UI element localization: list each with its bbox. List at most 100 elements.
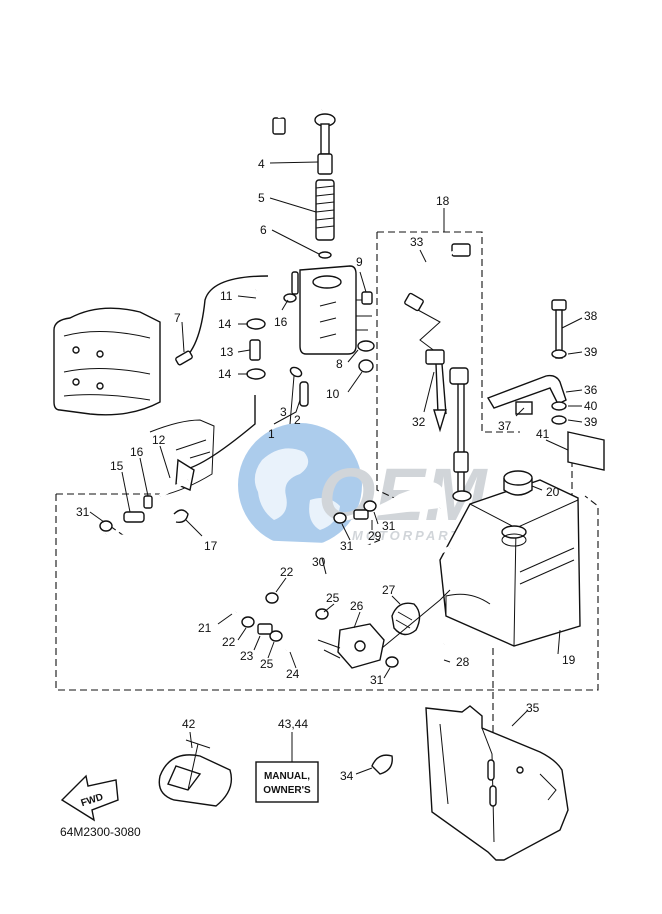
owners-manual: MANUAL, OWNER'S <box>255 761 319 803</box>
left-joint-parts <box>123 478 189 524</box>
clip-22-upper <box>265 592 279 604</box>
callout-32: 32 <box>412 415 426 429</box>
tube-12-core <box>159 478 189 498</box>
bolt-9 <box>361 291 373 305</box>
sensor-head <box>449 367 469 385</box>
clip-34 <box>371 754 393 775</box>
tank-strap-parts <box>486 299 567 425</box>
sender-wire <box>278 78 330 119</box>
callout-31d: 31 <box>370 673 384 687</box>
callout-37: 37 <box>498 419 512 433</box>
bracket-slot-1 <box>487 759 495 781</box>
callout-14b: 14 <box>218 367 232 381</box>
clip-25-lower <box>269 630 283 642</box>
callout-25a: 25 <box>260 657 274 671</box>
callout-43-44: 43,44 <box>278 717 308 731</box>
manual-box <box>255 761 319 803</box>
joint-23 <box>257 623 273 635</box>
callout-17: 17 <box>204 539 218 553</box>
bracket-inner <box>439 723 495 843</box>
clip-16-upper <box>283 293 297 303</box>
sensor-probe-tip <box>433 409 447 433</box>
housing-inner <box>63 331 151 401</box>
sender-neck <box>320 123 330 155</box>
clip-14-lower <box>246 368 266 380</box>
callout-5: 5 <box>258 191 265 205</box>
fuel-hose-30-core <box>75 532 451 611</box>
watermark-sub-text: MOTORPARTS <box>352 528 473 543</box>
watermark: OEM MOTORPARTS <box>238 423 488 547</box>
fuel-filter-body <box>299 265 372 355</box>
washer-39-lower <box>551 415 567 425</box>
bracket-tab <box>539 773 557 801</box>
callout-3: 3 <box>280 405 287 419</box>
callout-28: 28 <box>456 655 470 669</box>
sensor-wiring <box>400 243 472 502</box>
tool-bag-42 <box>158 739 233 807</box>
callout-2: 2 <box>294 413 301 427</box>
clip-31-center <box>333 512 347 524</box>
callout-42: 42 <box>182 717 196 731</box>
filter-top-opening <box>312 275 342 289</box>
tank-box-outline <box>55 493 599 691</box>
watermark-continents <box>254 448 340 530</box>
joint-13 <box>249 339 261 361</box>
vent-line-connector <box>175 350 193 366</box>
callout-41: 41 <box>536 427 550 441</box>
pump-line-to-tank <box>381 589 451 649</box>
callout-27: 27 <box>382 583 396 597</box>
vent-line-7 <box>179 275 269 363</box>
leader-lines <box>89 161 583 775</box>
diagram-code: 64M2300-3080 <box>60 825 141 839</box>
strap-36 <box>486 374 567 409</box>
callout-26: 26 <box>350 599 364 613</box>
connector-33-a <box>451 243 471 257</box>
callout-16b: 16 <box>130 445 144 459</box>
bolt-38-head <box>551 299 567 311</box>
clip-31-upper <box>363 500 377 512</box>
housing-bolt-4 <box>96 382 104 390</box>
callout-4: 4 <box>258 157 265 171</box>
callout-31a: 31 <box>76 505 90 519</box>
manual-label-line2: OWNER'S <box>263 785 311 796</box>
hose-11-core <box>254 285 272 318</box>
cap-top <box>503 470 533 486</box>
connector-33-b <box>404 292 424 312</box>
fwd-arrow-shape <box>60 774 119 822</box>
clip-31-left <box>99 520 113 532</box>
sensor-base <box>452 490 472 502</box>
clip-16-stem <box>291 271 299 295</box>
callout-36: 36 <box>584 383 598 397</box>
callout-35: 35 <box>526 701 540 715</box>
washer-39-upper <box>551 349 567 359</box>
filter-seal <box>318 251 332 259</box>
callout-25b: 25 <box>326 591 340 605</box>
tank-body <box>439 479 581 647</box>
callout-1: 1 <box>268 427 275 441</box>
pump-port <box>354 640 366 652</box>
hose-24-core <box>284 610 313 651</box>
joint-29 <box>353 509 369 520</box>
engine-housing <box>53 307 161 416</box>
callout-16a: 16 <box>274 315 288 329</box>
joint-15 <box>123 511 145 523</box>
callout-15: 15 <box>110 459 124 473</box>
label-plate-41 <box>567 431 605 471</box>
callout-40: 40 <box>584 399 598 413</box>
housing-bolt-3 <box>72 378 80 386</box>
fuel-filter-screen <box>315 179 335 259</box>
callout-24: 24 <box>286 667 300 681</box>
tank-filler-ring <box>501 533 527 547</box>
callout-19: 19 <box>562 653 576 667</box>
manual-label-line1: MANUAL, <box>264 771 310 782</box>
fuel-tank <box>439 479 581 647</box>
callout-39a: 39 <box>584 345 598 359</box>
callout-22b: 22 <box>222 635 236 649</box>
filter-body-shape <box>299 265 357 355</box>
callout-31b: 31 <box>382 519 396 533</box>
clip-31-pump <box>385 656 399 668</box>
washer-40 <box>551 401 567 411</box>
fuel-cap-20 <box>503 470 533 496</box>
bolt-10-head <box>358 359 374 373</box>
filter-side-marks <box>319 301 337 339</box>
